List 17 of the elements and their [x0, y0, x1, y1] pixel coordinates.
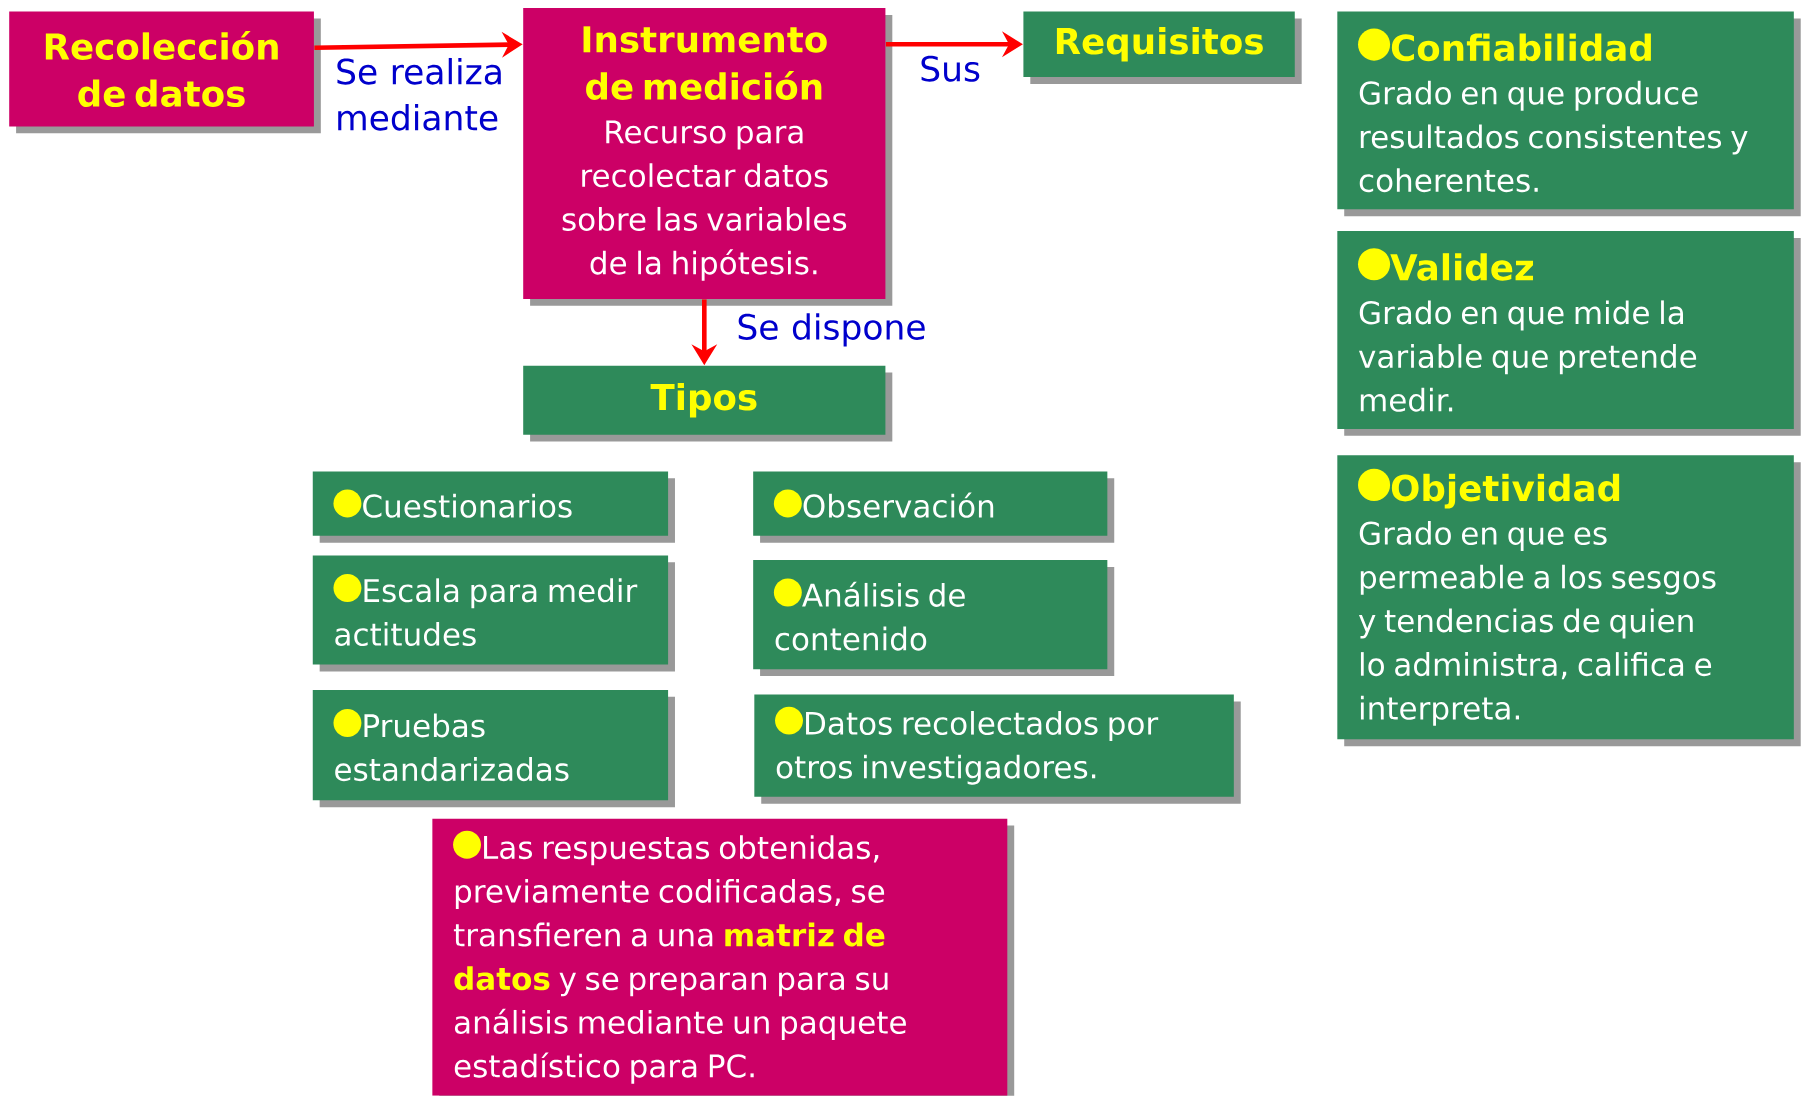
title-box: Tipos	[523, 365, 893, 442]
type-box: Datos recolectados por otros investigadores.	[754, 694, 1241, 804]
type-box: Cuestionarios	[312, 471, 675, 543]
edge-label: Se realiza mediante	[337, 58, 501, 131]
type-box: Escala para medir actitudes	[312, 555, 675, 672]
requirement-card: Confiabilidad Grado en que produce resultados consistentes y coherentes.	[1337, 11, 1801, 217]
title-box: Instrumento de medición Recurso para recolectar datos sobre las variables de la hipótesis.	[523, 8, 893, 306]
type-box: Observación	[753, 471, 1115, 543]
title-box: Requisitos	[1023, 11, 1302, 84]
requirement-card: Validez Grado en que mide la variable que pretende medir.	[1337, 231, 1801, 436]
edge-label: Se dispone	[738, 313, 925, 347]
title-box: Recolección de datos	[9, 11, 321, 134]
type-box: Pruebas estandarizadas	[312, 690, 675, 808]
type-box: Análisis de contenido	[753, 560, 1115, 677]
requirement-card: Objetividad Grado en que es permeable a los sesgos y tendencias de quien lo administra, califica e interpreta.	[1337, 455, 1801, 747]
edge-label: Sus	[921, 55, 980, 82]
note-box: Las respuestas obtenidas, previamente codificadas, se transfieren a una matriz de datos y se preparan para su análisis mediante un paquete estadístico para PC.	[432, 818, 1015, 1096]
